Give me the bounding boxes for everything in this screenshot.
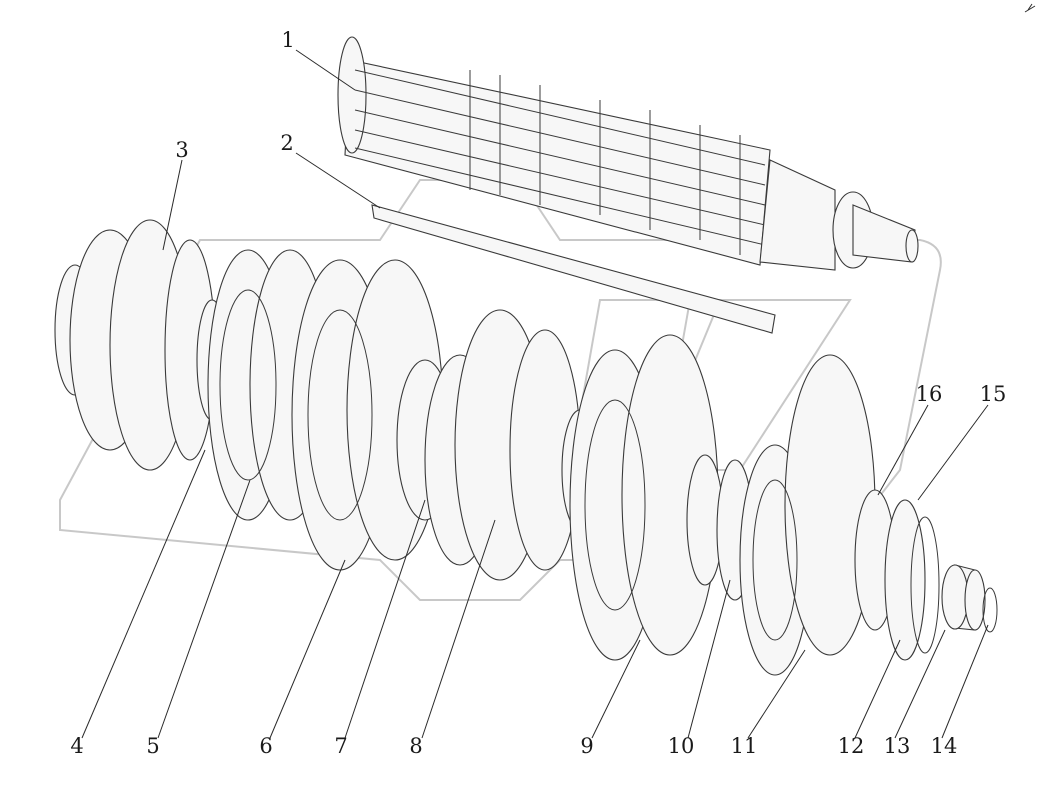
callout-5: 5 — [146, 734, 159, 758]
callout-6: 6 — [259, 734, 272, 758]
callout-3: 3 — [175, 138, 188, 162]
callout-15: 15 — [980, 382, 1007, 406]
bearing-part-13 — [941, 564, 986, 631]
callout-12: 12 — [838, 734, 865, 758]
callout-8: 8 — [409, 734, 422, 758]
callout-7: 7 — [334, 734, 347, 758]
callout-4: 4 — [70, 734, 83, 758]
callout-14: 14 — [931, 734, 958, 758]
circlip-part-14 — [982, 587, 998, 633]
gear-part-11 — [739, 354, 876, 676]
corner-mark — [1024, 3, 1036, 13]
key-rod-part-2 — [371, 204, 776, 334]
callout-10: 10 — [668, 734, 695, 758]
callout-13: 13 — [884, 734, 911, 758]
synchronizer-hub-part-3-4 — [54, 219, 228, 471]
callout-11: 11 — [731, 734, 758, 758]
synchronizer-hub-part-8 — [424, 309, 599, 581]
gear-part-9 — [569, 334, 719, 661]
callout-2: 2 — [280, 131, 293, 155]
callout-1: 1 — [281, 28, 294, 52]
callout-16: 16 — [916, 382, 943, 406]
leader-lines — [81, 49, 989, 739]
gear-part-5 — [207, 249, 331, 521]
splined-shaft-part-1 — [337, 36, 919, 271]
snap-ring-part-15 — [910, 516, 940, 654]
callout-9: 9 — [580, 734, 593, 758]
callout-labels: 1 2 3 4 5 6 7 8 9 10 11 12 13 14 15 16 — [70, 28, 1006, 758]
